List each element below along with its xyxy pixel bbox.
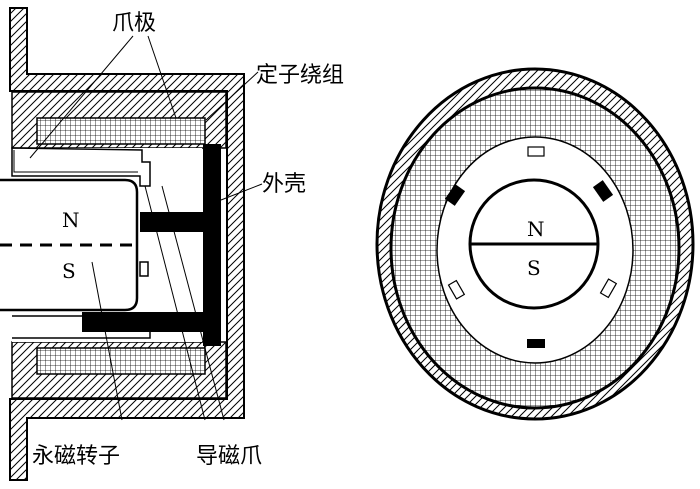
rotor-south-label: S <box>62 259 76 283</box>
claw-mark-lower-left <box>447 279 466 300</box>
front-view: N S <box>375 67 695 421</box>
stator-winding-label: 定子绕组 <box>256 63 344 88</box>
front-south-label: S <box>527 256 541 280</box>
magnetic-claw-upper <box>140 144 221 346</box>
claw-mark-top <box>527 146 545 157</box>
magnetic-claw-label: 导磁爪 <box>196 444 262 469</box>
upper-stator-winding <box>36 117 206 145</box>
pm-rotor-label: 永磁转子 <box>32 444 120 469</box>
upper-claw-pole <box>11 147 151 187</box>
claw-pole-label: 爪极 <box>112 11 156 36</box>
claw-gap-mark <box>139 261 149 277</box>
leader-lines <box>29 35 263 421</box>
housing-shell <box>9 7 245 481</box>
lower-stator-winding <box>36 347 206 375</box>
side-section-view: N S 爪极 定子绕组 外壳 永磁转子 导磁爪 <box>0 7 344 481</box>
claw-mark-lower-right <box>599 278 618 299</box>
claw-mark-upper-left <box>444 184 466 206</box>
rotor-north-label: N <box>62 208 80 232</box>
front-north-label: N <box>527 217 545 241</box>
claw-mark-bottom <box>527 339 545 348</box>
magnetic-claw-lower <box>82 312 203 332</box>
housing-label: 外壳 <box>262 172 306 197</box>
claw-mark-upper-right <box>592 180 614 202</box>
